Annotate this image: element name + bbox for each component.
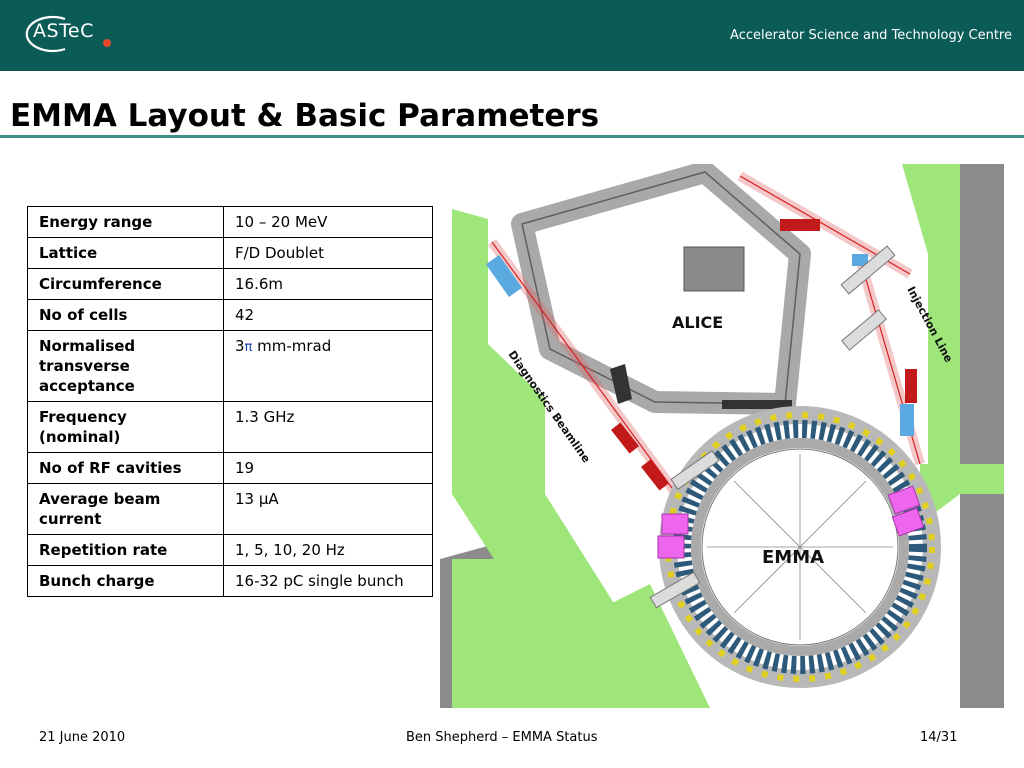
param-name: Circumference [27,268,224,300]
table-row: Repetition rate 1, 5, 10, 20 Hz [27,534,433,566]
value-suffix: mm-mrad [252,337,332,355]
diagnostics-beamline [485,239,685,502]
table-row: Lattice F/D Doublet [27,237,433,269]
table-row: Circumference 16.6m [27,268,433,300]
pi-symbol: π [244,340,253,355]
param-name: Energy range [27,206,224,238]
param-name: Average beam current [27,483,224,535]
footer-page-number: 14/31 [920,730,958,745]
logo-text: ASTeC [33,20,94,42]
table-row: Frequency (nominal) 1.3 GHz [27,401,433,453]
alice-ring [511,164,811,415]
param-name: Frequency (nominal) [27,401,224,453]
param-value: 10 – 20 MeV [223,206,433,238]
footer-date: 21 June 2010 [39,730,126,745]
param-value: 3π mm-mrad [223,330,433,402]
param-name: No of cells [27,299,224,331]
param-value: 16-32 pC single bunch [223,565,433,597]
parameters-table: Energy range 10 – 20 MeV Lattice F/D Dou… [27,206,433,597]
table-row: No of RF cavities 19 [27,452,433,484]
header-bar: ASTeC Accelerator Science and Technology… [0,0,1024,71]
organization-name: Accelerator Science and Technology Centr… [730,28,1012,43]
param-name: Normalised transverse acceptance [27,330,224,402]
param-value: 1, 5, 10, 20 Hz [223,534,433,566]
magenta-blocks [657,485,925,559]
green-areas [452,164,1004,708]
footer-center: Ben Shepherd – EMMA Status [406,730,598,745]
table-row: Average beam current 13 µA [27,483,433,535]
value-prefix: 3 [235,337,245,355]
param-name: Bunch charge [27,565,224,597]
equipment-racks [649,245,896,609]
table-row: Bunch charge 16-32 pC single bunch [27,565,433,597]
astec-logo-icon [25,15,111,53]
param-name: Lattice [27,237,224,269]
table-row: Energy range 10 – 20 MeV [27,206,433,238]
table-row: Normalised transverse acceptance 3π mm-m… [27,330,433,402]
param-value: 16.6m [223,268,433,300]
param-value: F/D Doublet [223,237,433,269]
param-name: No of RF cavities [27,452,224,484]
emma-label: EMMA [762,547,824,568]
param-value: 19 [223,452,433,484]
table-row: No of cells 42 [27,299,433,331]
param-name: Repetition rate [27,534,224,566]
param-value: 42 [223,299,433,331]
emma-layout-diagram: ALICE EMMA Injection Line Diagnostics Be… [440,164,1004,708]
alice-label: ALICE [672,313,723,332]
param-value: 13 µA [223,483,433,535]
param-value: 1.3 GHz [223,401,433,453]
title-divider [0,135,1024,138]
page-title: EMMA Layout & Basic Parameters [10,98,600,134]
